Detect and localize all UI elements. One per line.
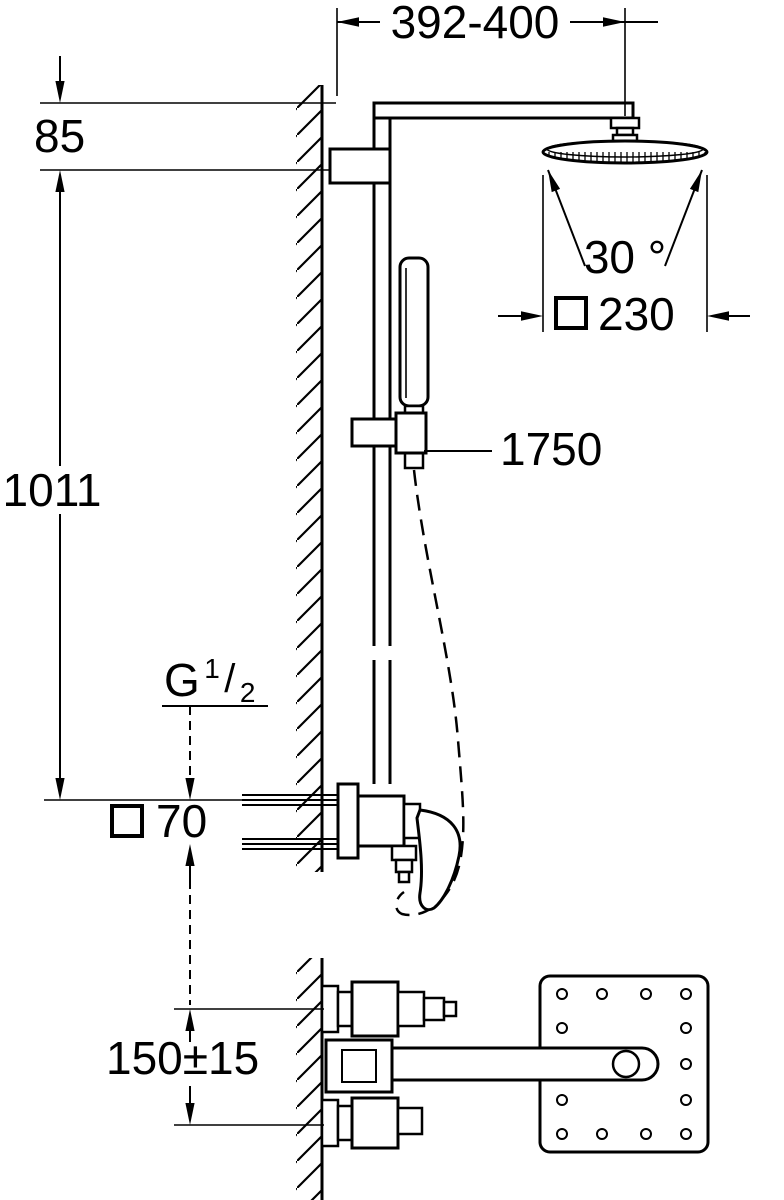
spout-arm <box>390 1046 660 1082</box>
wall-section-upper <box>296 85 324 872</box>
supply-pipes <box>242 794 340 850</box>
spout-pivot-body <box>324 1038 394 1094</box>
dim-connection-spacing: 70 <box>110 795 207 880</box>
dim-rail-height: 1011 <box>3 170 242 801</box>
shower-rail <box>372 118 392 784</box>
square-symbol <box>554 296 588 330</box>
mixer-escutcheon <box>336 782 360 860</box>
hand-shower <box>350 256 430 470</box>
thread-label-text: G 1 / 2 <box>164 653 255 708</box>
dim-head-offset: 85 <box>34 56 336 171</box>
dim-head-size-label: 230 <box>598 288 675 340</box>
shower-mixer <box>336 782 462 912</box>
dim-head-offset-label: 85 <box>34 110 85 162</box>
dim-hose-length: 1750 <box>424 423 602 475</box>
dim-spout-spacing: 150±15 <box>106 1008 324 1126</box>
shower-arm <box>328 101 635 185</box>
upper-connection-body <box>350 980 400 1038</box>
mixer-body <box>356 794 406 848</box>
wall-bracket <box>328 147 392 185</box>
spout-outlet <box>611 1049 641 1079</box>
dim-spray-angle: 30 ° <box>547 169 703 283</box>
head-stem-nut <box>609 116 641 130</box>
dim-top-width: 392-400 <box>336 0 658 116</box>
dim-hose-length-label: 1750 <box>500 423 602 475</box>
dim-head-size: 230 <box>498 175 750 340</box>
dim-spout-spacing-label: 150±15 <box>106 1032 259 1084</box>
square-symbol <box>110 804 144 838</box>
hose-outlet <box>390 844 418 862</box>
thread-label: G 1 / 2 <box>162 653 268 800</box>
rail-slider <box>350 417 400 448</box>
dim-rail-height-label: 1011 <box>3 464 102 516</box>
dim-top-width-label: 392-400 <box>391 0 560 48</box>
wall-section-lower <box>296 958 324 1200</box>
tub-spout-view <box>320 980 660 1150</box>
hand-shower-holder <box>394 411 428 455</box>
head-shower <box>541 116 709 165</box>
mixer-lever <box>415 808 462 912</box>
dim-connection-spacing-label: 70 <box>156 795 207 847</box>
shower-hose <box>395 469 465 917</box>
lower-connection-body <box>350 1096 400 1150</box>
dim-spray-angle-label: 30 ° <box>584 231 666 283</box>
